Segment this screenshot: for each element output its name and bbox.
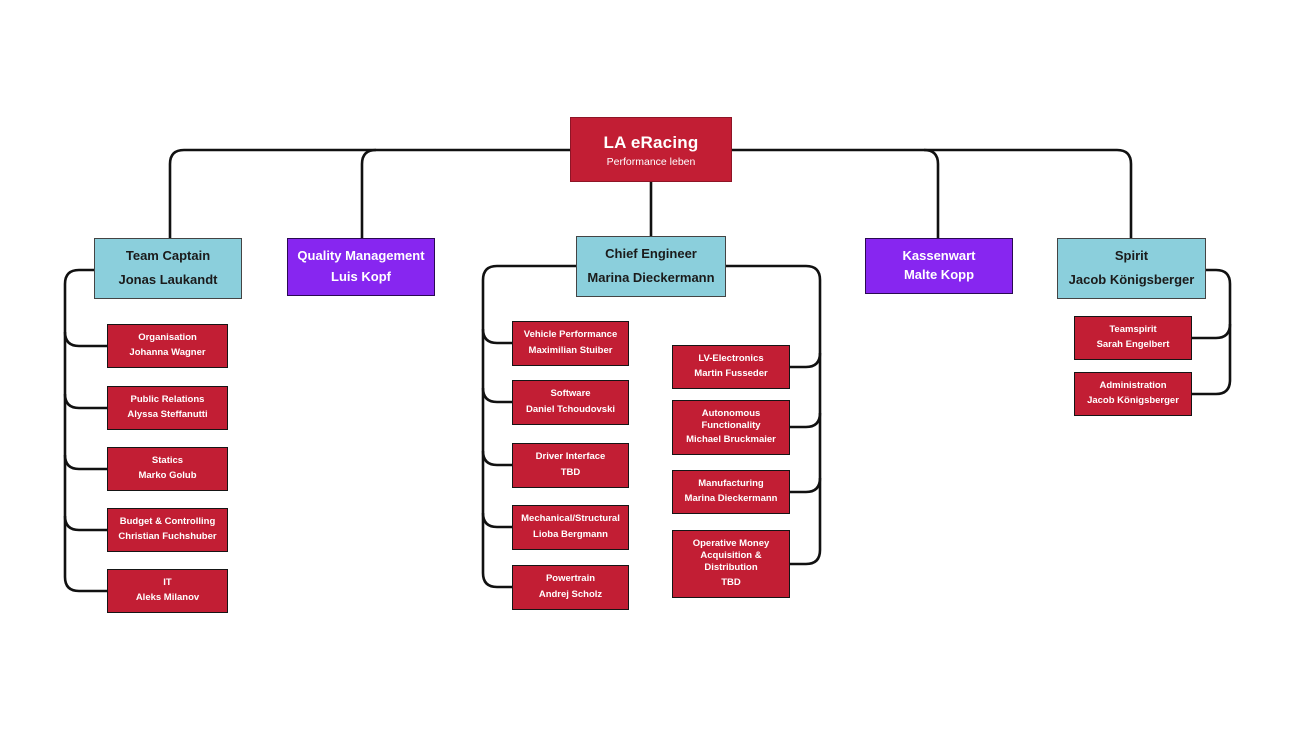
- person-name: Johanna Wagner: [129, 347, 206, 359]
- role-label: Public Relations: [130, 394, 205, 405]
- connector-ce-right-branch-1: [790, 352, 822, 369]
- connector-ce-left-branch-3: [481, 450, 512, 467]
- connector-team-captain-branch-3: [63, 454, 107, 471]
- role-label: Teamspirit: [1109, 324, 1157, 335]
- org-node-administration: Administration Jacob Königsberger: [1074, 372, 1192, 416]
- org-node-autonomous-functionality: Autonomous Functionality Michael Bruckma…: [672, 400, 790, 455]
- org-node-driver-interface: Driver Interface TBD: [512, 443, 629, 488]
- role-label: Chief Engineer: [605, 246, 697, 261]
- connector-chief-engineer-left-spine: [481, 264, 576, 589]
- person-name: Alyssa Steffanutti: [127, 409, 208, 421]
- connector-team-captain-branch-4: [63, 515, 107, 532]
- org-node-mechanical-structural: Mechanical/Structural Lioba Bergmann: [512, 505, 629, 550]
- org-node-statics: Statics Marko Golub: [107, 447, 228, 491]
- person-name: Jacob Königsberger: [1068, 272, 1195, 287]
- connector-root-to-team-captain: [168, 148, 570, 238]
- org-node-spirit: Spirit Jacob Königsberger: [1057, 238, 1206, 299]
- connector-root-to-quality-management: [360, 148, 377, 238]
- role-label: Vehicle Performance: [523, 329, 618, 340]
- person-name: Marko Golub: [138, 470, 197, 482]
- connector-spirit-branch-1: [1192, 323, 1232, 340]
- org-node-vehicle-performance: Vehicle Performance Maximilian Stuiber: [512, 321, 629, 366]
- person-name: Daniel Tchoudovski: [525, 404, 616, 416]
- role-label: Operative Money Acquisition & Distributi…: [692, 538, 770, 573]
- connector-team-captain-branch-2: [63, 393, 107, 410]
- person-name: Marina Dieckermann: [684, 493, 778, 505]
- org-node-quality-management: Quality Management Luis Kopf: [287, 238, 435, 296]
- role-label: Mechanical/Structural: [521, 513, 620, 524]
- person-name: Michael Bruckmaier: [686, 434, 776, 446]
- person-name: Malte Kopp: [903, 267, 975, 282]
- person-name: Maximilian Stuiber: [528, 345, 613, 357]
- org-node-it: IT Aleks Milanov: [107, 569, 228, 613]
- connector-team-captain-spine: [63, 268, 107, 593]
- org-node-chief-engineer: Chief Engineer Marina Dieckermann: [576, 236, 726, 297]
- role-label: IT: [163, 577, 172, 588]
- person-name: Luis Kopf: [331, 269, 391, 284]
- role-label: Spirit: [1114, 248, 1149, 263]
- person-name: Aleks Milanov: [135, 592, 200, 604]
- org-node-kassenwart: Kassenwart Malte Kopp: [865, 238, 1013, 294]
- org-node-teamspirit: Teamspirit Sarah Engelbert: [1074, 316, 1192, 360]
- role-label: Software: [550, 388, 591, 399]
- connector-root-to-kassenwart: [923, 148, 940, 238]
- person-name: Jacob Königsberger: [1087, 395, 1179, 407]
- connector-ce-left-branch-4: [481, 512, 512, 529]
- org-node-public-relations: Public Relations Alyssa Steffanutti: [107, 386, 228, 430]
- root-subtitle: Performance leben: [606, 155, 696, 168]
- person-name: Andrej Scholz: [538, 589, 603, 601]
- person-name: Lioba Bergmann: [533, 529, 608, 541]
- person-name: Marina Dieckermann: [587, 270, 715, 285]
- role-label: Administration: [1099, 380, 1167, 391]
- role-label: LV-Electronics: [698, 353, 764, 364]
- role-label: Manufacturing: [698, 478, 764, 489]
- role-label: Organisation: [138, 332, 197, 343]
- org-node-powertrain: Powertrain Andrej Scholz: [512, 565, 629, 610]
- connector-team-captain-branch-1: [63, 331, 107, 348]
- role-label: Budget & Controlling: [119, 516, 216, 527]
- connector-ce-left-branch-2: [481, 387, 512, 404]
- role-label: Team Captain: [125, 248, 211, 263]
- role-label: Driver Interface: [535, 451, 606, 462]
- root-title: LA eRacing: [603, 132, 699, 152]
- org-node-software: Software Daniel Tchoudovski: [512, 380, 629, 425]
- org-node-root: LA eRacing Performance leben: [570, 117, 732, 182]
- role-label: Statics: [151, 455, 184, 466]
- connector-ce-right-branch-2: [790, 412, 822, 429]
- role-label: Autonomous Functionality: [701, 408, 761, 431]
- connector-ce-right-branch-3: [790, 477, 822, 494]
- role-label: Kassenwart: [902, 248, 976, 263]
- person-name: TBD: [560, 467, 581, 479]
- person-name: Jonas Laukandt: [118, 272, 218, 287]
- connector-root-to-spirit: [732, 148, 1133, 238]
- org-node-operative-money: Operative Money Acquisition & Distributi…: [672, 530, 790, 598]
- role-label: Quality Management: [297, 248, 425, 263]
- org-node-budget-controlling: Budget & Controlling Christian Fuchshube…: [107, 508, 228, 552]
- person-name: Sarah Engelbert: [1096, 339, 1170, 351]
- connector-ce-left-branch-1: [481, 328, 512, 345]
- org-node-organisation: Organisation Johanna Wagner: [107, 324, 228, 368]
- person-name: TBD: [721, 577, 741, 589]
- role-label: Powertrain: [545, 573, 596, 584]
- org-node-manufacturing: Manufacturing Marina Dieckermann: [672, 470, 790, 514]
- person-name: Martin Fusseder: [694, 368, 768, 380]
- person-name: Christian Fuchshuber: [118, 531, 217, 543]
- connector-spirit-spine: [1192, 268, 1232, 396]
- org-node-lv-electronics: LV-Electronics Martin Fusseder: [672, 345, 790, 389]
- org-node-team-captain: Team Captain Jonas Laukandt: [94, 238, 242, 299]
